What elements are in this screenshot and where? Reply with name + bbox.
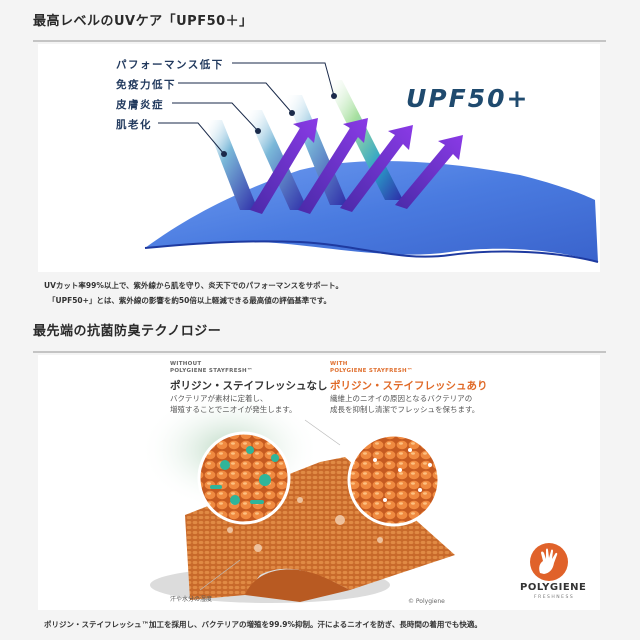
uv-label-immunity: 免疫力低下 (116, 79, 176, 91)
uv-section-title: 最高レベルのUVケア「UPF50＋」 (33, 14, 253, 29)
without-body-1: バクテリアが素材に定着し、 (170, 394, 268, 403)
uv-caption-line-2: 「UPF50+」とは、紫外線の影響を約50倍以上軽減できる最高値の評価基準です。 (48, 296, 331, 305)
uv-illustration (144, 62, 599, 263)
antibacterial-caption: ポリジン・ステイフレッシュ™加工を採用し、バクテリアの増殖を99.9%抑制。汗に… (44, 620, 482, 629)
with-body-1: 繊維上のニオイの原因となるバクテリアの (330, 394, 473, 403)
moisture-note: 汗や水分の湿度 (170, 596, 213, 603)
uv-label-skin-inflammation: 皮膚炎症 (116, 99, 164, 111)
without-small-label: WITHOUT POLYGIENE STAYFRESH™ (170, 361, 253, 375)
polygiene-logo (530, 543, 568, 581)
with-body-2: 成長を抑制し清潔でフレッシュを保ちます。 (330, 405, 480, 414)
antibacterial-section-title: 最先端の抗菌防臭テクノロジー (33, 324, 222, 339)
with-small-label: WITH POLYGIENE STAYFRESH™ (330, 361, 413, 375)
hand-icon (539, 548, 558, 574)
polygiene-tagline: FRESHNESS (534, 595, 575, 600)
divider (33, 351, 606, 353)
with-heading: ポリジン・ステイフレッシュあり (330, 380, 488, 392)
without-tag: WITHOUT (170, 361, 202, 367)
with-tag: WITH (330, 361, 348, 367)
uv-label-skin-aging: 肌老化 (116, 119, 152, 131)
upf50-logo: UPF50+ (406, 84, 530, 113)
fabric-illustration (140, 390, 455, 603)
polygiene-illustration-panel (38, 355, 600, 610)
uv-caption-line-1: UVカット率99%以上で、紫外線から肌を守り、炎天下でのパフォーマンスをサポート… (44, 281, 343, 290)
with-brand-tag: POLYGIENE STAYFRESH™ (330, 368, 413, 374)
without-body-2: 増殖することでニオイが発生します。 (170, 405, 297, 414)
uv-illustration-panel (38, 44, 600, 272)
without-brand-tag: POLYGIENE STAYFRESH™ (170, 368, 253, 374)
polygiene-wordmark: POLYGIENE (520, 582, 587, 593)
copyright: © Polygiene (408, 598, 445, 605)
divider (33, 40, 606, 42)
without-heading: ポリジン・ステイフレッシュなし (170, 380, 328, 392)
uv-label-performance: パフォーマンス低下 (116, 59, 224, 71)
